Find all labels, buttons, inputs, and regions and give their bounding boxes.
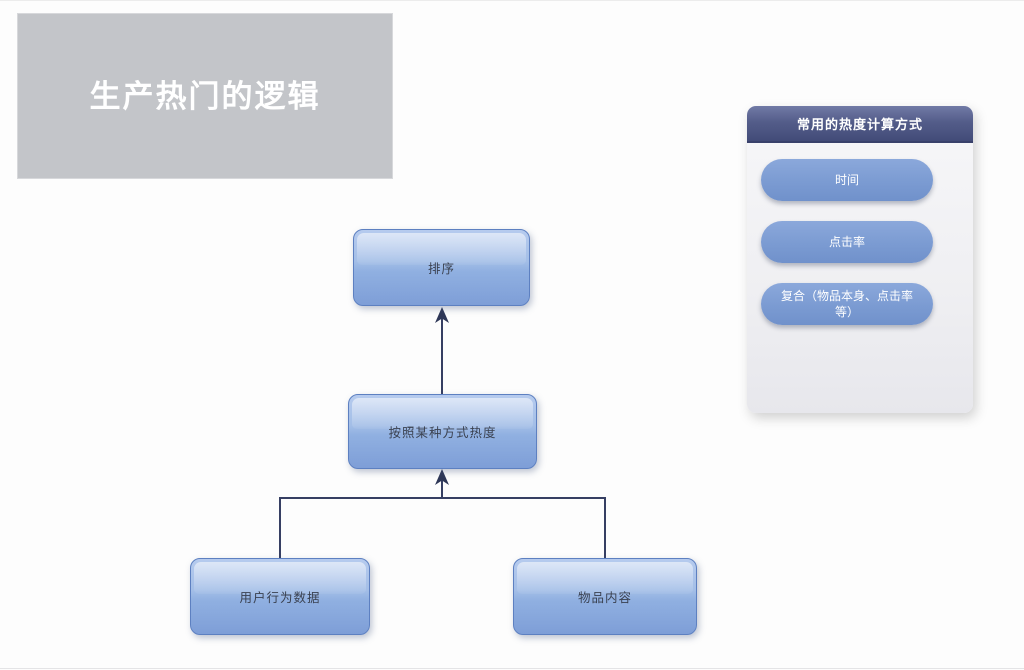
flow-node-label: 排序 xyxy=(427,262,455,276)
panel-header: 常用的热度计算方式 xyxy=(747,106,973,143)
panel-item-label: 时间 xyxy=(834,173,859,187)
flow-node-label: 物品内容 xyxy=(577,591,632,605)
title-shape[interactable]: 生产热门的逻辑 xyxy=(17,13,393,179)
flow-node-label: 按照某种方式热度 xyxy=(388,426,497,440)
flow-node-heat-method[interactable]: 按照某种方式热度 xyxy=(348,394,537,469)
panel-item-composite[interactable]: 复合（物品本身、点击率等） xyxy=(761,283,933,325)
heat-methods-panel: 常用的热度计算方式 时间 点击率 复合（物品本身、点击率等） xyxy=(747,106,973,413)
panel-item-click-rate[interactable]: 点击率 xyxy=(761,221,933,263)
panel-item-label: 点击率 xyxy=(828,235,865,249)
flow-node-sort[interactable]: 排序 xyxy=(353,229,530,306)
flow-node-user-behavior[interactable]: 用户行为数据 xyxy=(190,558,370,635)
edge-heat-to-sort xyxy=(435,307,449,394)
edge-sources-to-heat xyxy=(279,469,606,558)
flow-node-item-content[interactable]: 物品内容 xyxy=(513,558,697,635)
flow-node-label: 用户行为数据 xyxy=(239,591,321,605)
panel-item-label: 复合（物品本身、点击率等） xyxy=(780,289,913,319)
panel-item-time[interactable]: 时间 xyxy=(761,159,933,201)
page-title: 生产热门的逻辑 xyxy=(89,78,321,114)
panel-title: 常用的热度计算方式 xyxy=(796,117,923,132)
